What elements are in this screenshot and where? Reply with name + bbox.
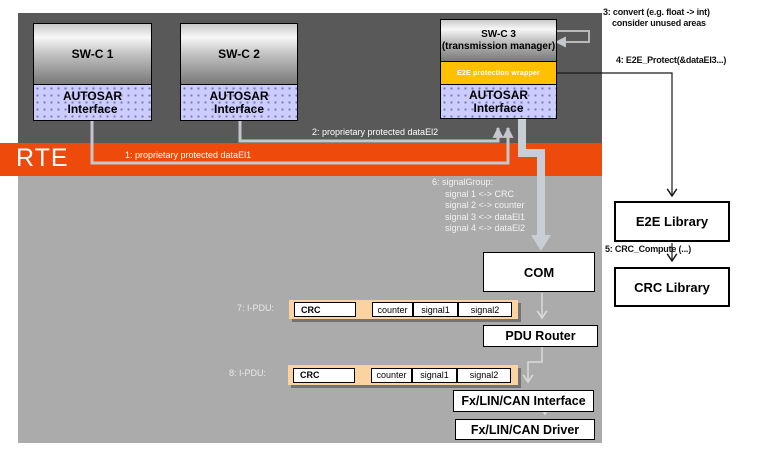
signal-group-row: signal 1 <-> CRC bbox=[445, 188, 515, 199]
ipdu8-cell-signal1: signal1 bbox=[412, 367, 457, 383]
swc3-box: SW-C 3 (transmission manager) E2E protec… bbox=[440, 19, 557, 119]
note-convert: 3: convert (e.g. float -> int) consider … bbox=[603, 7, 710, 29]
ipdu7-label: 7: I-PDU: bbox=[237, 303, 275, 313]
signal-group-row: signal 3 <-> dataEl1 bbox=[445, 211, 526, 222]
e2e-library-label: E2E Library bbox=[635, 214, 709, 229]
note-e2e-protect: 4: E2E_Protect(&dataEl3...) bbox=[616, 55, 727, 65]
swc3-title: SW-C 3 bbox=[481, 28, 516, 40]
ipdu7-bar: CRC counter signal1 signal2 bbox=[289, 300, 518, 319]
flow2-label: 2: proprietary protected dataEl2 bbox=[312, 127, 439, 137]
crc-library-box: CRC Library bbox=[614, 267, 730, 307]
ipdu8-cell-counter: counter bbox=[371, 367, 412, 383]
swc1-box: SW-C 1 AUTOSAR Interface bbox=[33, 23, 152, 121]
swc2-box: SW-C 2 AUTOSAR Interface bbox=[180, 23, 298, 121]
note-convert-line2: consider unused areas bbox=[612, 18, 706, 28]
signal-group-title: 6: signalGroup: bbox=[432, 177, 494, 187]
ipdu8-cell-signal2: signal2 bbox=[457, 367, 511, 383]
fx-lin-can-interface-label: Fx/LIN/CAN Interface bbox=[461, 394, 586, 408]
ipdu7-cell-counter: counter bbox=[372, 302, 413, 317]
autosar-interface-line2: Interface bbox=[213, 101, 265, 116]
autosar-interface-line1: AUTOSAR bbox=[209, 88, 269, 103]
rte-label: RTE bbox=[16, 144, 69, 172]
swc1-title-area: SW-C 1 bbox=[33, 23, 152, 85]
flow1-label: 1: proprietary protected dataEl1 bbox=[125, 150, 252, 160]
autosar-interface-line1: AUTOSAR bbox=[62, 88, 123, 103]
fx-lin-can-driver-box: Fx/LIN/CAN Driver bbox=[455, 419, 595, 440]
swc1-autosar-interface: AUTOSAR Interface bbox=[33, 85, 152, 121]
fx-lin-can-driver-label: Fx/LIN/CAN Driver bbox=[470, 422, 580, 437]
swc3-title-area: SW-C 3 (transmission manager) bbox=[440, 19, 557, 62]
com-label: COM bbox=[523, 264, 555, 280]
rte-band bbox=[0, 143, 602, 176]
signal-group-annotation: 6: signalGroup: signal 1 <-> CRC signal … bbox=[432, 177, 525, 235]
ipdu8-label: 8: I-PDU: bbox=[229, 368, 267, 378]
ipdu7-cell-crc: CRC bbox=[294, 302, 356, 317]
swc2-autosar-interface: AUTOSAR Interface bbox=[180, 85, 298, 121]
e2e-protection-wrapper-bar: E2E protection wrapper bbox=[440, 62, 557, 85]
note-crc-compute: 5: CRC_Compute (...) bbox=[605, 244, 692, 254]
e2e-protection-wrapper-label: E2E protection wrapper bbox=[457, 69, 540, 77]
ipdu8-bar: CRC counter signal1 signal2 bbox=[288, 365, 518, 385]
note-convert-line1: 3: convert (e.g. float -> int) bbox=[603, 7, 710, 17]
com-box: COM bbox=[483, 252, 595, 292]
swc2-title: SW-C 2 bbox=[218, 47, 260, 61]
signal-group-row: signal 2 <-> counter bbox=[445, 200, 525, 210]
fx-lin-can-interface-box: Fx/LIN/CAN Interface bbox=[453, 390, 594, 412]
crc-library-label: CRC Library bbox=[634, 279, 710, 295]
autosar-interface-line2: Interface bbox=[473, 100, 524, 115]
swc1-title: SW-C 1 bbox=[71, 47, 114, 61]
autosar-interface-line1: AUTOSAR bbox=[468, 87, 529, 102]
autosar-interface-line2: Interface bbox=[67, 101, 118, 116]
ipdu8-cell-crc: CRC bbox=[293, 367, 355, 383]
swc3-subtitle: (transmission manager) bbox=[441, 40, 556, 52]
signal-group-row: signal 4 <-> dataEl2 bbox=[445, 223, 526, 233]
ipdu7-cell-signal1: signal1 bbox=[413, 302, 458, 317]
e2e-library-box: E2E Library bbox=[614, 201, 730, 242]
pdu-router-label: PDU Router bbox=[505, 329, 576, 343]
pdu-router-box: PDU Router bbox=[483, 325, 598, 347]
swc3-autosar-interface: AUTOSAR Interface bbox=[440, 85, 557, 119]
ipdu7-cell-signal2: signal2 bbox=[458, 302, 512, 317]
swc2-title-area: SW-C 2 bbox=[180, 23, 298, 85]
